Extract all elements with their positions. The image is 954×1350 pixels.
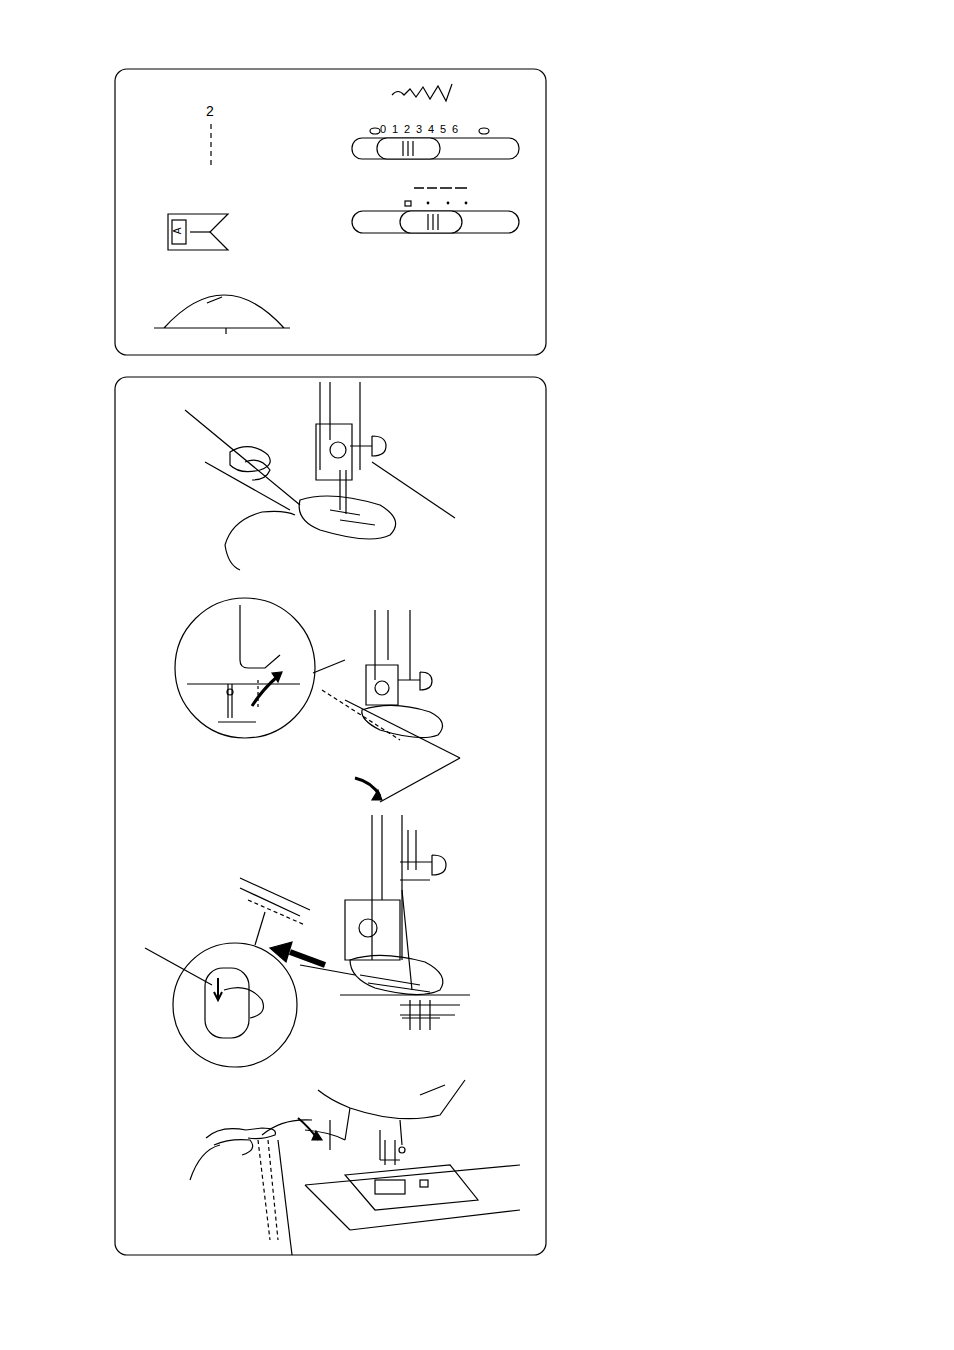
tension-dial <box>154 295 290 328</box>
width-number: 6 <box>452 124 458 135</box>
setting-panel <box>115 69 546 355</box>
width-number: 5 <box>440 124 446 135</box>
width-number: 4 <box>428 124 434 135</box>
slider-knob <box>400 211 462 233</box>
width-slider <box>352 138 519 159</box>
figure-reverse <box>145 815 470 1067</box>
dial-end-mark <box>370 128 380 134</box>
dial-end-mark <box>479 128 489 134</box>
length-mark <box>405 201 411 206</box>
width-symbol <box>392 84 452 101</box>
width-number: 0 <box>380 124 386 135</box>
figure-cut-thread <box>190 1080 520 1255</box>
width-number: 2 <box>404 124 410 135</box>
pattern-number: 2 <box>206 104 214 118</box>
steps-panel <box>115 377 546 1255</box>
figure-start-sewing <box>185 382 455 570</box>
slider-knob <box>377 138 440 159</box>
width-number: 3 <box>416 124 422 135</box>
width-number: 1 <box>392 124 398 135</box>
presser-foot-icon <box>168 214 228 250</box>
figure-turn-corner <box>175 598 460 802</box>
stitch-pattern <box>210 124 211 168</box>
length-symbol <box>414 187 467 189</box>
length-slider <box>352 211 519 233</box>
foot-letter: A <box>173 228 183 235</box>
